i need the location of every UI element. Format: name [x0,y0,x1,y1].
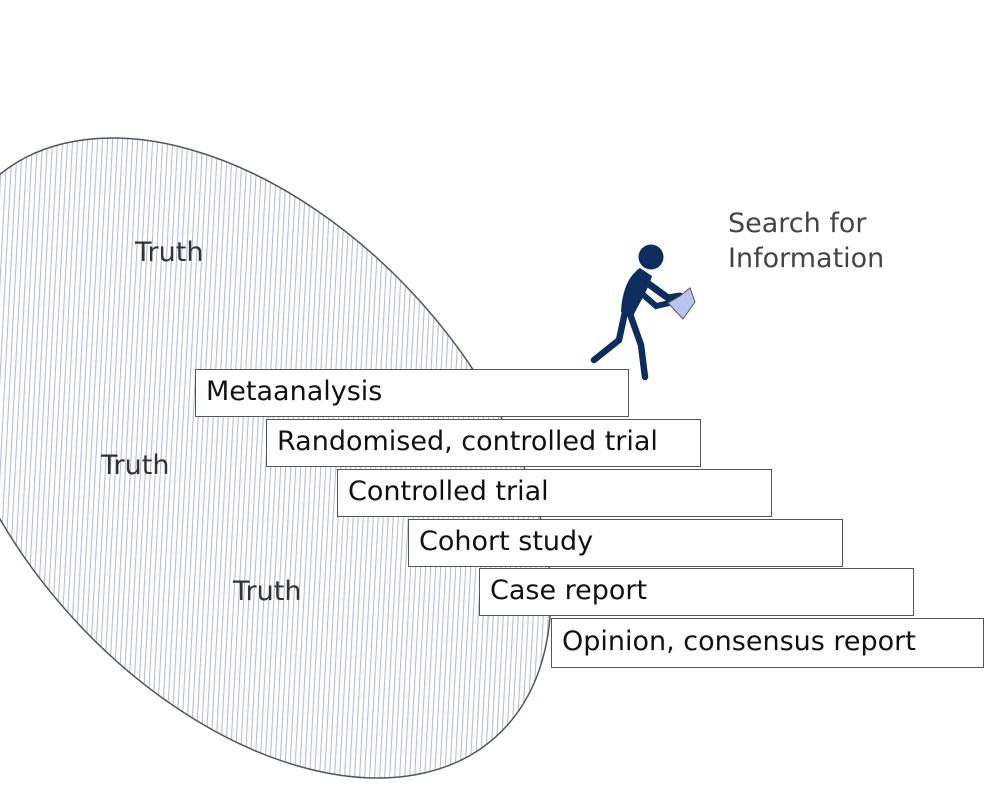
truth-label-3: Truth [233,576,302,607]
step-case-report: Case report [479,568,914,616]
step-metaanalysis: Metaanalysis [195,369,629,417]
search-label-line-2: Information [728,243,885,274]
truth-label-1: Truth [135,237,204,268]
step-cohort-study: Cohort study [408,519,843,567]
step-opinion-consensus-report: Opinion, consensus report [551,618,984,668]
truth-label-2: Truth [101,450,170,481]
step-randomised-controlled-trial: Randomised, controlled trial [266,419,701,467]
step-controlled-trial: Controlled trial [337,469,772,517]
person-reading-book-icon [590,244,696,381]
truth-ellipse [0,137,552,779]
search-label-line-1: Search for [728,208,867,239]
search-for-information-label: Search for Information [728,206,884,276]
